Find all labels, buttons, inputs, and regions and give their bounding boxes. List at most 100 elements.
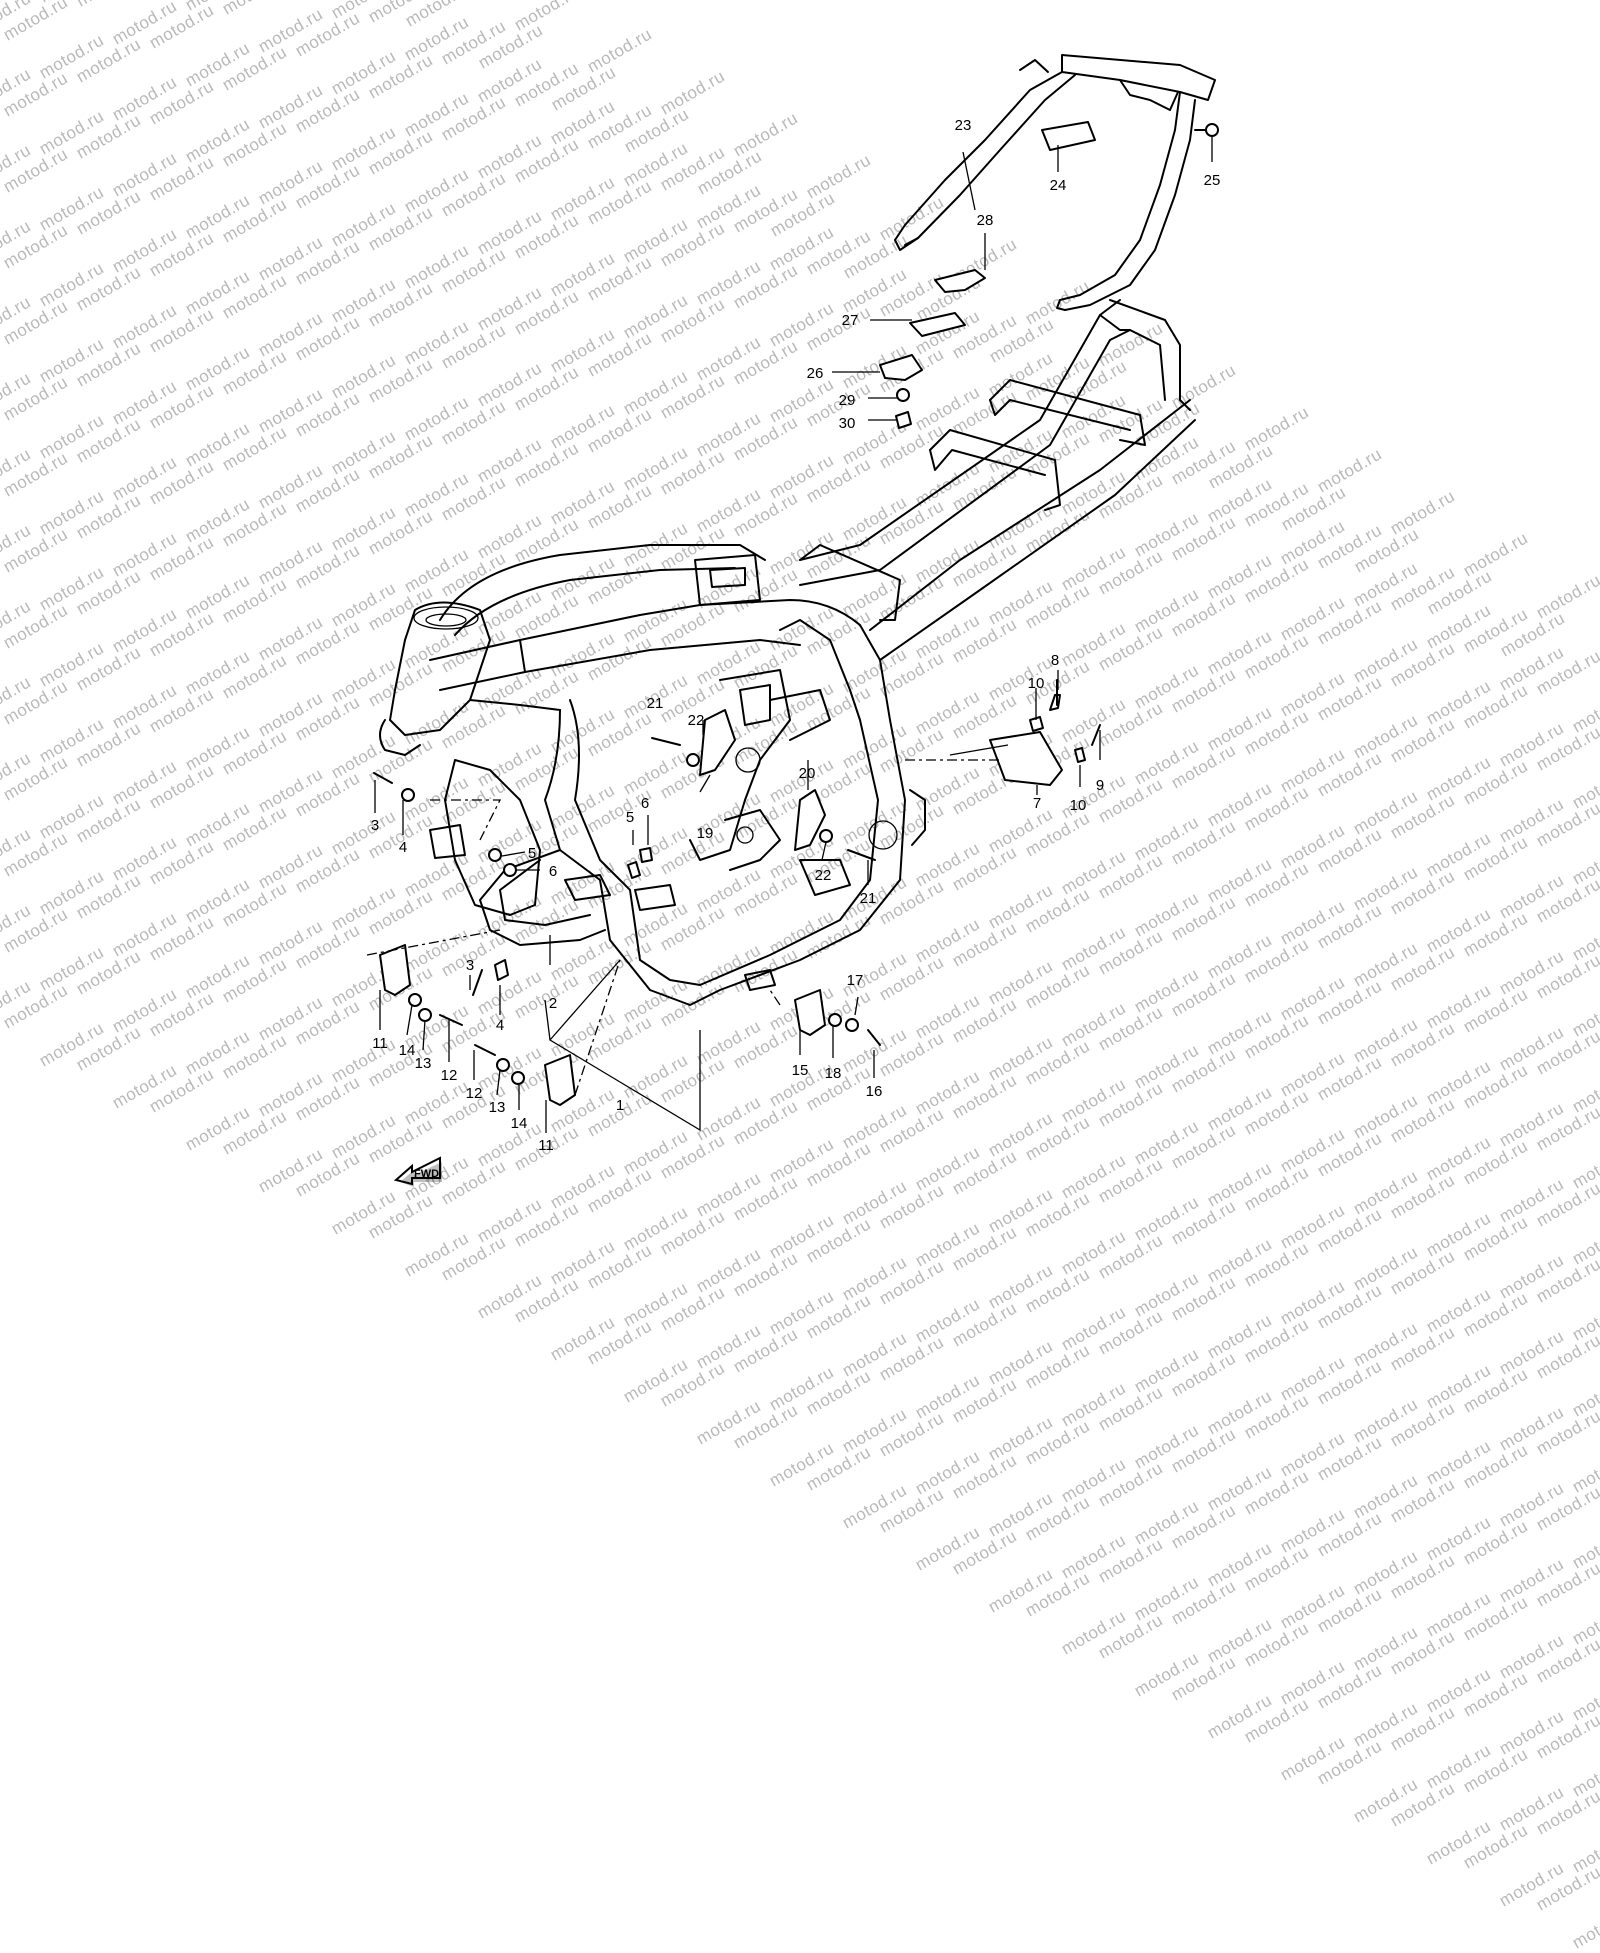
watermark-text: motod.ru (1204, 1538, 1276, 1591)
watermark-text: motod.ru (1533, 1710, 1600, 1763)
frame-drawing: 2324252827262930212220198109710345656222… (366, 54, 1221, 1187)
watermark-text: motod.ru (1387, 1246, 1459, 1299)
watermark-text: motod.ru (766, 1438, 838, 1491)
watermark-text: motod.ru (1168, 1272, 1240, 1325)
watermark-text: motod.ru (1496, 1478, 1568, 1531)
watermark-text: motod.ru (1204, 1690, 1276, 1743)
watermark-text: motod.ru (985, 1260, 1057, 1313)
watermark-text: motod.ru (985, 1488, 1057, 1541)
callout-number: 12 (466, 1085, 483, 1102)
watermark-text: motod.ru (1314, 1584, 1386, 1637)
watermark-text: motod.ru (1277, 1276, 1349, 1329)
watermark-text: motod.ru (1095, 1382, 1167, 1435)
watermark-text: motod.ru (474, 1270, 546, 1323)
watermark-text: motod.ru (1168, 1196, 1240, 1249)
watermark-text: motod.ru (584, 1240, 656, 1293)
watermark-text: motod.ru (1204, 1310, 1276, 1363)
watermark-text: motod.ru (803, 1442, 875, 1495)
callout-number: 29 (839, 392, 856, 409)
watermark-text: motod.ru (1496, 1554, 1568, 1607)
callout-number: 16 (866, 1083, 883, 1100)
callout-number: 8 (1051, 652, 1059, 669)
callout-number: 26 (807, 365, 824, 382)
watermark-text: motod.ru (1131, 1192, 1203, 1245)
watermark-text: motod.ru (511, 1198, 583, 1251)
callout-number: 18 (825, 1065, 842, 1082)
watermark-text: motod.ru (1387, 1626, 1459, 1679)
loose-parts-drawing (373, 679, 1101, 1106)
watermark-text: motod.ru (1423, 1208, 1495, 1261)
watermark-text: motod.ru (1168, 1652, 1240, 1705)
watermark-text: motod.ru (1095, 1230, 1167, 1283)
forward-arrow-icon: FWD (393, 1156, 442, 1187)
watermark-text: motod.ru (1423, 1740, 1495, 1793)
watermark-text: motod.ru (1350, 1546, 1422, 1599)
watermark-text: motod.ru (912, 1218, 984, 1271)
watermark-text: motod.ru (1533, 1330, 1600, 1383)
watermark-text: motod.ru (693, 1244, 765, 1297)
watermark-text: motod.ru (912, 1370, 984, 1423)
callout-number: 10 (1070, 797, 1087, 814)
watermark-text: motod.ru (1423, 1588, 1495, 1641)
watermark-text: motod.ru (1058, 1302, 1130, 1355)
callout-number: 24 (1050, 177, 1067, 194)
watermark-text: motod.ru (1095, 1458, 1167, 1511)
watermark-text: motod.ru (1533, 1254, 1600, 1307)
direction-label: FWD (414, 1168, 439, 1180)
main-frame-drawing (379, 299, 1196, 1006)
watermark-text: motod.ru (1241, 1542, 1313, 1595)
watermark-text: motod.ru (1569, 1824, 1600, 1877)
watermark-text: motod.ru (1350, 1470, 1422, 1523)
watermark-text: motod.ru (876, 1256, 948, 1309)
watermark-text: motod.ru (1131, 1420, 1203, 1473)
watermark-text: motod.ru (876, 1408, 948, 1461)
watermark-text: motod.ru (1022, 1340, 1094, 1393)
watermark-text: motod.ru (949, 1298, 1021, 1351)
watermark-text: motod.ru (511, 1274, 583, 1327)
watermark-text: motod.ru (1533, 1862, 1600, 1915)
callout-number: 25 (1204, 172, 1221, 189)
watermark-text: motod.ru (1314, 1204, 1386, 1257)
watermark-text: motod.ru (1460, 1820, 1532, 1873)
watermark-text: motod.ru (949, 1222, 1021, 1275)
watermark-text: motod.ru (1460, 1744, 1532, 1797)
watermark-text: motod.ru (693, 1320, 765, 1373)
callout-number: 30 (839, 415, 856, 432)
watermark-text: motod.ru (985, 1564, 1057, 1617)
watermark-text: motod.ru (1460, 1364, 1532, 1417)
callout-number: 14 (399, 1042, 416, 1059)
callout-number: 3 (371, 817, 379, 834)
watermark-text: motod.ru (1241, 1314, 1313, 1367)
watermark-text: motod.ru (1022, 1264, 1094, 1317)
watermark-text: motod.ru (949, 1374, 1021, 1427)
callout-number: 22 (688, 712, 705, 729)
watermark-text: motod.ru (1241, 1466, 1313, 1519)
watermark-text: motod.ru (1277, 1200, 1349, 1253)
watermark-text: motod.ru (985, 1336, 1057, 1389)
watermark-text: motod.ru (1423, 1512, 1495, 1565)
watermark-text: motod.ru (547, 1236, 619, 1289)
watermark-text: motod.ru (1569, 1368, 1600, 1421)
watermark-text: motod.ru (1350, 1394, 1422, 1447)
callout-number: 2 (549, 995, 557, 1012)
watermark-text: motod.ru (1423, 1816, 1495, 1869)
watermark-text: motod.ru (1204, 1614, 1276, 1667)
watermark-text: motod.ru (1460, 1668, 1532, 1721)
callout-number: 21 (647, 695, 664, 712)
watermark-text: motod.ru (1387, 1322, 1459, 1375)
watermark-text: motod.ru (1277, 1352, 1349, 1405)
leader-lines (366, 137, 1213, 1133)
watermark-text: motod.ru (1533, 1786, 1600, 1839)
watermark-text: motod.ru (876, 1332, 948, 1385)
watermark-text: motod.ru (803, 1290, 875, 1343)
callout-number: 23 (955, 117, 972, 134)
watermark-text: motod.ru (912, 1294, 984, 1347)
watermark-text: motod.ru (1387, 1702, 1459, 1755)
watermark-text: motod.ru (1241, 1694, 1313, 1747)
watermark-text: motod.ru (1058, 1454, 1130, 1507)
watermark-text: motod.ru (876, 1484, 948, 1537)
watermark-text: motod.ru (1241, 1390, 1313, 1443)
watermark-text: motod.ru (839, 1252, 911, 1305)
watermark-text: motod.ru (1460, 1212, 1532, 1265)
watermark-text: motod.ru (730, 1400, 802, 1453)
